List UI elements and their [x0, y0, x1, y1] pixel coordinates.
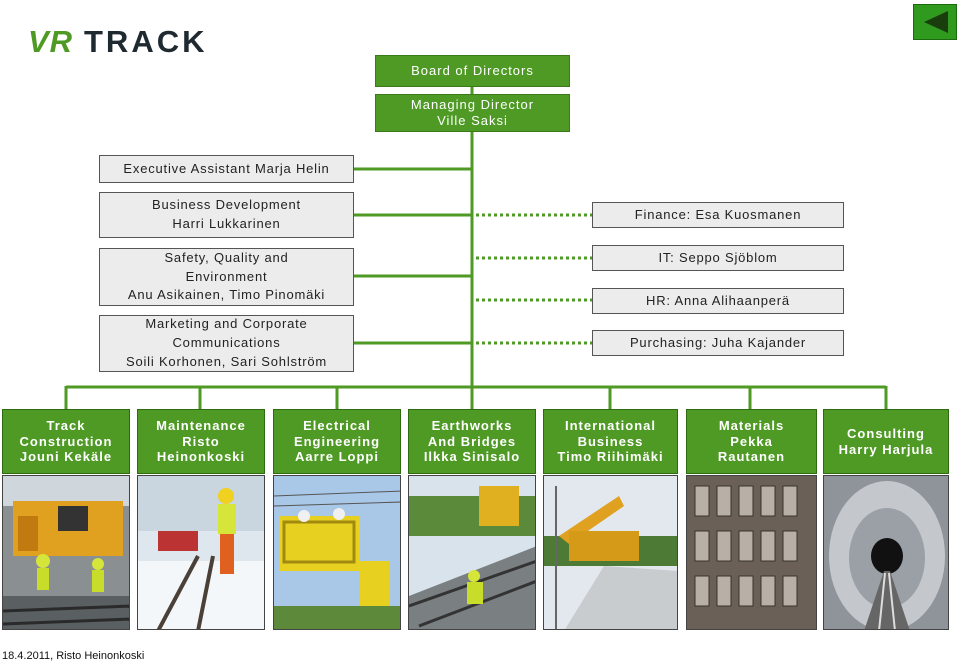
- dept-line: Track: [46, 418, 86, 434]
- dept-line: Construction: [19, 433, 113, 449]
- dept-line: Pekka: [730, 433, 773, 449]
- dept-line: Consulting: [847, 425, 925, 441]
- managing-director-box: Managing Director Ville Saksi: [375, 94, 570, 132]
- board-label: Board of Directors: [411, 63, 534, 79]
- staff-line: Environment: [185, 268, 268, 284]
- staff-line: Finance: Esa Kuosmanen: [634, 206, 802, 222]
- staff-line: Communications: [172, 335, 281, 351]
- staff-line: Soili Korhonen, Sari Sohlström: [125, 353, 328, 369]
- photo-international-business: [543, 475, 678, 630]
- dept-line: Maintenance: [156, 418, 246, 434]
- executive-assistant-box: Executive Assistant Marja Helin: [99, 155, 354, 183]
- dept-line: Earthworks: [431, 418, 513, 434]
- staff-line: HR: Anna Alihaanperä: [646, 292, 790, 308]
- staff-line: Purchasing: Juha Kajander: [629, 334, 807, 350]
- photo-electrical-engineering: [273, 475, 401, 630]
- triangle-left-icon: [924, 11, 948, 33]
- svg-text:TRACK: TRACK: [84, 26, 208, 58]
- hr-box: HR: Anna Alihaanperä: [592, 288, 844, 314]
- md-title: Managing Director: [410, 97, 535, 113]
- dept-international-business: International Business Timo Riihimäki: [543, 409, 678, 474]
- dept-line: Harry Harjula: [838, 441, 934, 457]
- safety-quality-box: Safety, Quality and Environment Anu Asik…: [99, 248, 354, 306]
- board-of-directors-box: Board of Directors: [375, 55, 570, 87]
- dept-line: Aarre Loppi: [295, 449, 379, 465]
- footer-date-author: 18.4.2011, Risto Heinonkoski: [2, 650, 145, 662]
- dept-earthworks-bridges: Earthworks And Bridges Ilkka Sinisalo: [408, 409, 536, 474]
- staff-line: IT: Seppo Sjöblom: [658, 249, 778, 265]
- business-development-box: Business Development Harri Lukkarinen: [99, 192, 354, 238]
- dept-line: Electrical: [303, 418, 371, 434]
- dept-line: Materials: [718, 418, 785, 434]
- dept-line: Timo Riihimäki: [557, 449, 664, 465]
- dept-maintenance: Maintenance Risto Heinonkoski: [137, 409, 265, 474]
- photo-materials: [686, 475, 817, 630]
- vr-track-logo: VR TRACK: [28, 24, 268, 59]
- finance-box: Finance: Esa Kuosmanen: [592, 202, 844, 228]
- dept-line: Jouni Kekäle: [19, 449, 113, 465]
- staff-line: Safety, Quality and: [164, 249, 289, 265]
- staff-line: Executive Assistant Marja Helin: [123, 160, 330, 176]
- dept-materials: Materials Pekka Rautanen: [686, 409, 817, 474]
- marketing-communications-box: Marketing and Corporate Communications S…: [99, 315, 354, 372]
- photo-consulting: [823, 475, 949, 630]
- dept-line: Rautanen: [717, 449, 786, 465]
- photo-maintenance: [137, 475, 265, 630]
- staff-line: Harri Lukkarinen: [172, 216, 281, 231]
- dept-line: Heinonkoski: [156, 449, 246, 465]
- back-button[interactable]: [913, 4, 957, 40]
- dept-line: Engineering: [293, 433, 381, 449]
- purchasing-box: Purchasing: Juha Kajander: [592, 330, 844, 356]
- dept-consulting: Consulting Harry Harjula: [823, 409, 949, 474]
- dept-line: Risto: [182, 433, 220, 449]
- svg-text:VR: VR: [28, 26, 73, 58]
- staff-line: Marketing and Corporate: [145, 316, 308, 332]
- dept-line: Ilkka Sinisalo: [423, 449, 521, 465]
- dept-line: And Bridges: [427, 433, 517, 449]
- md-name: Ville Saksi: [437, 113, 508, 128]
- dept-line: Business: [577, 433, 644, 449]
- staff-line: Business Development: [152, 197, 301, 213]
- photo-track-construction: [2, 475, 130, 630]
- it-box: IT: Seppo Sjöblom: [592, 245, 844, 271]
- photo-earthworks-bridges: [408, 475, 536, 630]
- dept-line: International: [564, 418, 656, 434]
- dept-electrical-engineering: Electrical Engineering Aarre Loppi: [273, 409, 401, 474]
- staff-line: Anu Asikainen, Timo Pinomäki: [127, 287, 326, 303]
- dept-track-construction: Track Construction Jouni Kekäle: [2, 409, 130, 474]
